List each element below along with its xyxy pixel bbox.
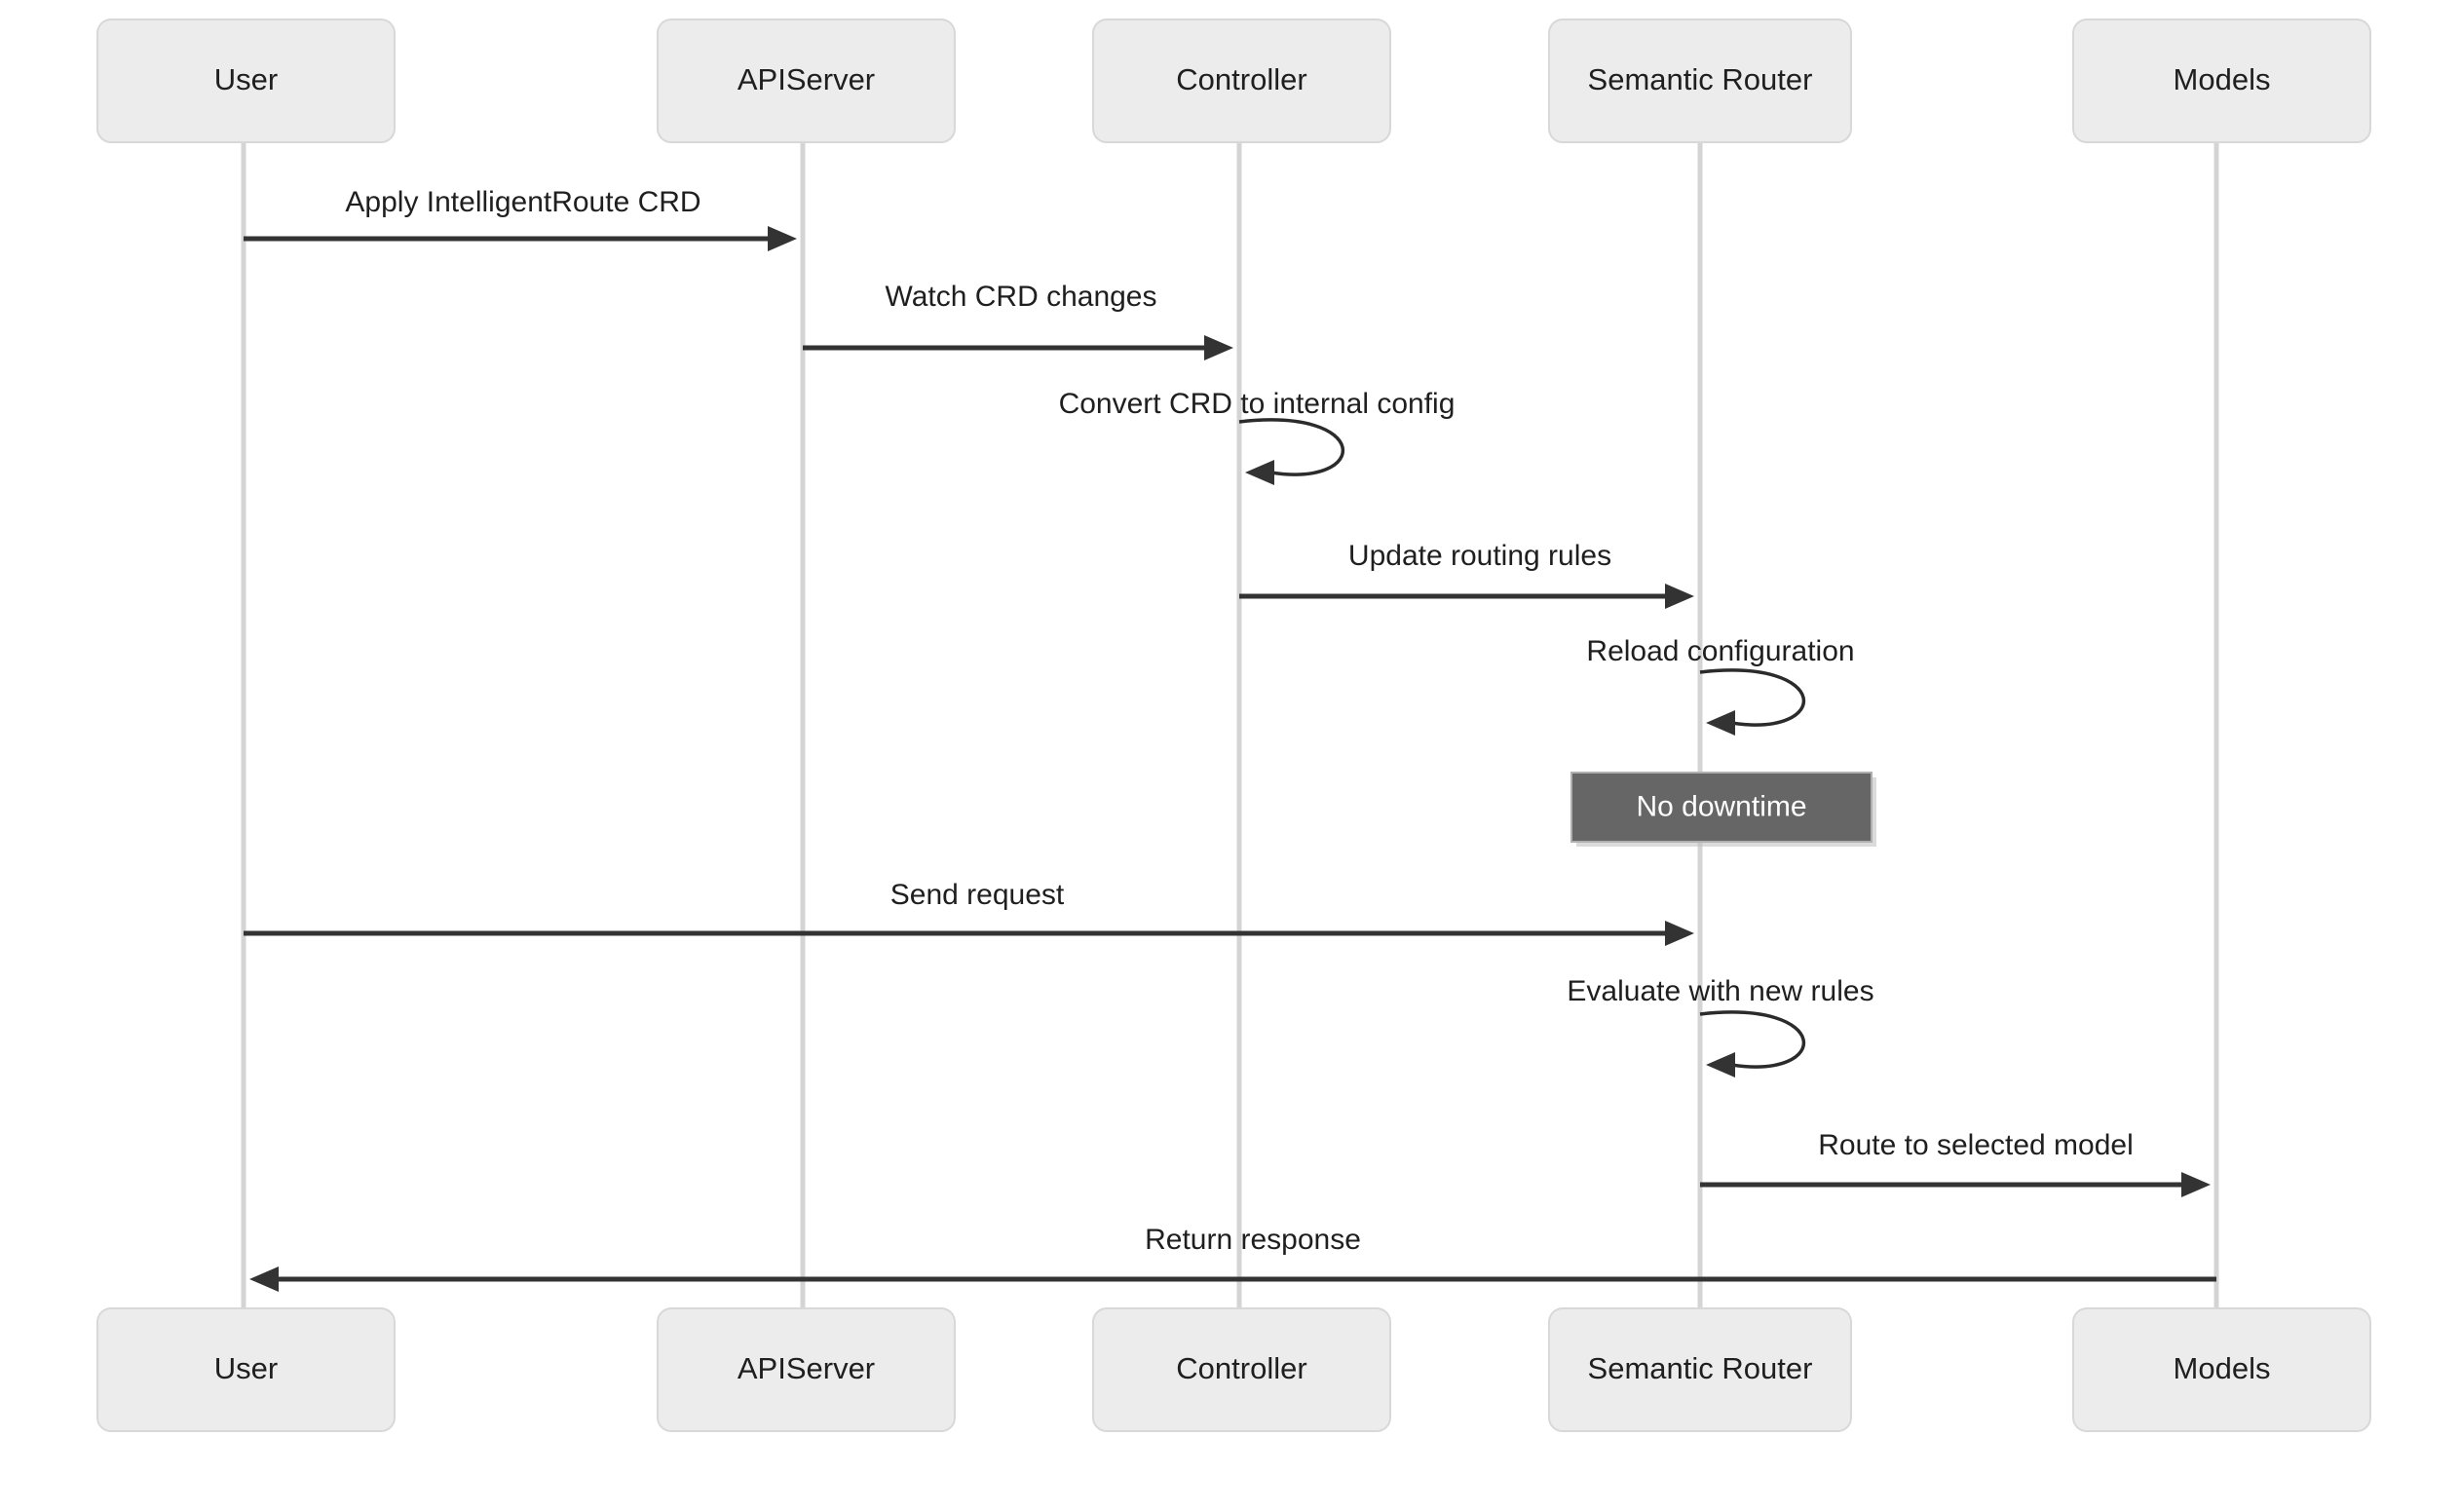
participant-semantic_router-bottom[interactable]: Semantic Router [1548, 1307, 1852, 1432]
participant-label-controller: Controller [1176, 62, 1306, 96]
notes-layer: No downtime [1570, 772, 1876, 847]
note-label: No downtime [1636, 790, 1806, 822]
participant-label-models: Models [2174, 62, 2271, 96]
participant-box-user[interactable] [96, 19, 396, 143]
participant-label-controller: Controller [1176, 1351, 1306, 1385]
message-label: Route to selected model [1818, 1129, 2134, 1161]
note-no-downtime: No downtime [1570, 772, 1876, 847]
self-loop-path [1699, 668, 1806, 727]
arrowhead-left-icon [1706, 710, 1735, 736]
message-label: Update routing rules [1348, 540, 1611, 572]
participant-box-semantic_router[interactable] [1548, 19, 1852, 143]
arrowhead-right-icon [1665, 921, 1694, 946]
message-label: Apply IntelligentRoute CRD [345, 186, 700, 218]
arrowhead-right-icon [2181, 1172, 2211, 1197]
message-route-to-selected-model: Route to selected model [1700, 1129, 2211, 1197]
message-label: Send request [890, 879, 1065, 911]
participant-label-user: User [214, 62, 278, 96]
participant-box-models[interactable] [2072, 1307, 2371, 1432]
lifelines-layer [241, 142, 2219, 1308]
message-update-routing-rules: Update routing rules [1239, 540, 1694, 609]
participant-box-user[interactable] [96, 1307, 396, 1432]
participant-label-apiserver: APIServer [738, 62, 875, 96]
participant-apiserver-bottom[interactable]: APIServer [657, 1307, 956, 1432]
participant-label-semantic_router: Semantic Router [1588, 1351, 1813, 1385]
note-box [1570, 772, 1873, 843]
messages-layer: Apply IntelligentRoute CRD Watch CRD chan… [244, 186, 2216, 1292]
participant-box-controller[interactable] [1092, 19, 1391, 143]
participant-box-models[interactable] [2072, 19, 2371, 143]
message-label: Reload configuration [1586, 635, 1854, 667]
participant-models-bottom[interactable]: Models [2072, 1307, 2371, 1432]
message-label: Convert CRD to internal config [1059, 388, 1456, 420]
arrowhead-right-icon [768, 226, 797, 251]
message-send-request: Send request [244, 879, 1694, 946]
participant-controller-top[interactable]: Controller [1092, 19, 1391, 143]
arrowhead-right-icon [1204, 335, 1233, 360]
participant-box-controller[interactable] [1092, 1307, 1391, 1432]
participant-apiserver-top[interactable]: APIServer [657, 19, 956, 143]
participant-label-user: User [214, 1351, 278, 1385]
message-reload-configuration: Reload configuration [1586, 635, 1855, 736]
arrowhead-left-icon [1706, 1052, 1735, 1077]
self-loop-path [1238, 418, 1345, 476]
message-evaluate-with-new-rules: Evaluate with new rules [1567, 975, 1874, 1077]
message-watch-crd-changes: Watch CRD changes [803, 281, 1233, 360]
participant-boxes-bottom: User APIServer Controller Semantic Router Mo… [96, 1307, 2371, 1432]
message-label: Evaluate with new rules [1567, 975, 1873, 1007]
self-loop-path [1699, 1010, 1806, 1069]
arrowhead-right-icon [1665, 584, 1694, 609]
arrowhead-left-icon [249, 1266, 279, 1292]
participant-label-apiserver: APIServer [738, 1351, 875, 1385]
participant-user-bottom[interactable]: User [96, 1307, 396, 1432]
message-return-response: Return response [249, 1224, 2216, 1292]
participant-box-apiserver[interactable] [657, 1307, 956, 1432]
participant-box-semantic_router[interactable] [1548, 1307, 1852, 1432]
participant-controller-bottom[interactable]: Controller [1092, 1307, 1391, 1432]
arrowhead-left-icon [1245, 460, 1274, 485]
participant-box-apiserver[interactable] [657, 19, 956, 143]
participant-models-top[interactable]: Models [2072, 19, 2371, 143]
participant-user-top[interactable]: User [96, 19, 396, 143]
participant-semantic_router-top[interactable]: Semantic Router [1548, 19, 1852, 143]
message-label: Return response [1145, 1224, 1361, 1256]
participant-boxes-top: User APIServer Controller Semantic Router Mo… [96, 19, 2371, 143]
message-convert-crd-to-internal-config: Convert CRD to internal config [1059, 388, 1456, 485]
participant-label-models: Models [2174, 1351, 2271, 1385]
participant-label-semantic_router: Semantic Router [1588, 62, 1813, 96]
message-apply-intelligentroute-crd: Apply IntelligentRoute CRD [244, 186, 797, 251]
message-label: Watch CRD changes [886, 281, 1157, 313]
